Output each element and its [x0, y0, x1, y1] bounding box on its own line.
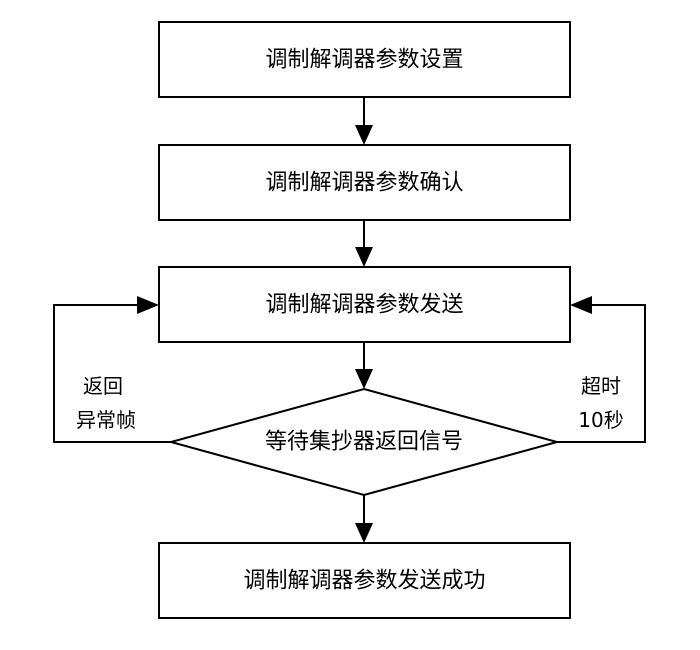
arrowhead-down-icon: [355, 125, 373, 145]
arrow-confirm-to-send: [355, 220, 373, 267]
arrowhead-down-icon: [355, 369, 373, 389]
loop-timeout-line: [557, 304, 646, 443]
node-param-send: 调制解调器参数发送: [158, 266, 571, 343]
node-send-success: 调制解调器参数发送成功: [158, 542, 571, 619]
loop-abnormal-frame: 返回 异常帧: [53, 296, 171, 443]
node-param-confirm: 调制解调器参数确认: [158, 144, 571, 221]
loop-timeout-label-line2: 10秒: [578, 408, 623, 432]
node-param-confirm-label: 调制解调器参数确认: [265, 171, 463, 196]
loop-abnormal-frame-line: [53, 304, 171, 443]
node-param-setting: 调制解调器参数设置: [158, 21, 571, 98]
decision-wait-signal: 等待集抄器返回信号: [167, 387, 561, 497]
arrow-setting-to-confirm: [355, 97, 373, 145]
decision-wait-signal-label: 等待集抄器返回信号: [265, 430, 463, 455]
loop-abnormal-frame-label-line1: 返回: [83, 374, 123, 398]
arrowhead-left-icon: [570, 296, 592, 314]
loop-abnormal-frame-label-line2: 异常帧: [76, 408, 136, 432]
node-param-setting-label: 调制解调器参数设置: [265, 48, 463, 73]
node-send-success-label: 调制解调器参数发送成功: [243, 569, 485, 594]
arrowhead-right-icon: [137, 296, 159, 314]
loop-timeout: 超时 10秒: [557, 296, 646, 443]
arrow-send-to-wait: [355, 342, 373, 389]
node-param-send-box: [158, 266, 571, 343]
loop-timeout-label-line1: 超时: [581, 374, 621, 398]
arrowhead-down-icon: [355, 523, 373, 543]
node-param-confirm-box: [158, 144, 571, 221]
arrowhead-down-icon: [355, 247, 373, 267]
arrow-wait-to-success: [355, 495, 373, 543]
node-send-success-box: [158, 542, 571, 619]
node-param-setting-box: [158, 21, 571, 98]
node-param-send-label: 调制解调器参数发送: [265, 293, 463, 318]
